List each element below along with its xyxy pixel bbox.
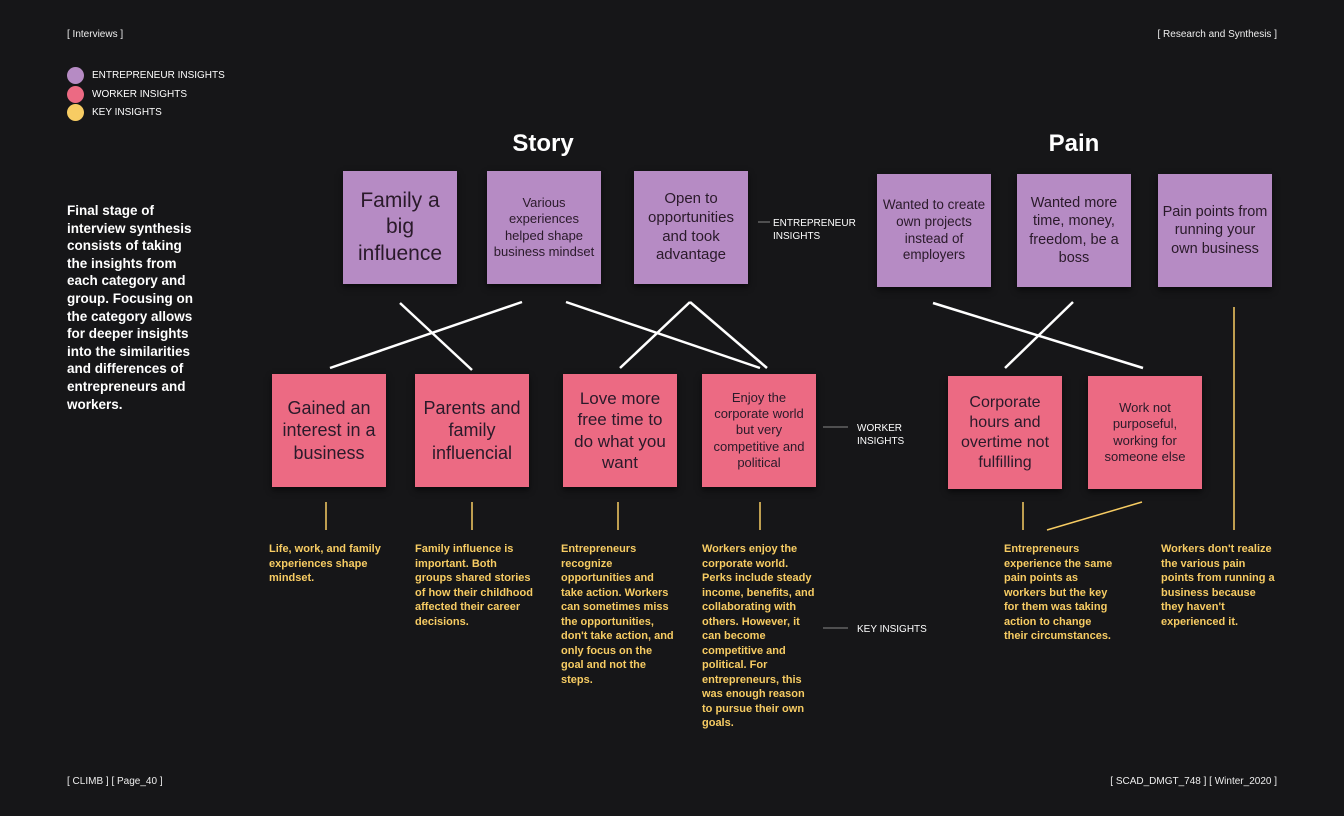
header-left: [ Interviews ]	[67, 29, 124, 40]
legend-worker: WORKER INSIGHTS	[67, 86, 187, 103]
legend-entrepreneur: ENTREPRENEUR INSIGHTS	[67, 67, 225, 84]
worker-note: Enjoy the corporate world but very compe…	[702, 374, 816, 487]
entrepreneur-note: Open to opportunities and took advantage	[634, 171, 748, 284]
worker-note: Work not purposeful, working for someone…	[1088, 376, 1202, 489]
worker-note: Gained an interest in a business	[272, 374, 386, 487]
entrepreneur-note: Family a big influence	[343, 171, 457, 284]
footer-right: [ SCAD_DMGT_748 ] [ Winter_2020 ]	[1110, 776, 1277, 787]
worker-note: Love more free time to do what you want	[563, 374, 677, 487]
key-insight: Life, work, and family experiences shape…	[269, 543, 381, 584]
yellow-dot-icon	[67, 104, 84, 121]
key-insight: Entrepreneurs experience the same pain p…	[1004, 543, 1113, 642]
intro-text: Final stage of interview synthesis consi…	[67, 203, 193, 412]
key-insight: Workers enjoy the corporate world. Perks…	[702, 543, 815, 729]
entrepreneur-row-label: ENTREPRENEUR INSIGHTS	[773, 218, 856, 242]
worker-note: Parents and family influencial	[415, 374, 529, 487]
legend-key: KEY INSIGHTS	[67, 104, 162, 121]
entrepreneur-note: Pain points from running your own busine…	[1158, 174, 1272, 287]
footer-left: [ CLIMB ] [ Page_40 ]	[67, 776, 163, 787]
story-heading: Story	[512, 130, 574, 157]
header-right: [ Research and Synthesis ]	[1157, 29, 1277, 40]
pain-heading: Pain	[1048, 130, 1100, 157]
entrepreneur-note: Wanted more time, money, freedom, be a b…	[1017, 174, 1131, 287]
key-row-label: KEY INSIGHTS	[857, 624, 927, 635]
worker-note: Corporate hours and overtime not fulfill…	[948, 376, 1062, 489]
purple-dot-icon	[67, 67, 84, 84]
legend-label: WORKER INSIGHTS	[92, 89, 188, 100]
key-insight: Family influence is important. Both grou…	[415, 543, 533, 628]
worker-row-label: WORKER INSIGHTS	[857, 423, 905, 447]
entrepreneur-note: Various experiences helped shape busines…	[487, 171, 601, 284]
key-insight: Entrepreneurs recognize opportunities an…	[561, 543, 674, 686]
legend-label: KEY INSIGHTS	[92, 107, 162, 118]
entrepreneur-note: Wanted to create own projects instead of…	[877, 174, 991, 287]
legend-label: ENTREPRENEUR INSIGHTS	[92, 70, 225, 81]
key-insight: Workers don't realize the various pain p…	[1161, 543, 1275, 628]
pink-dot-icon	[67, 86, 84, 103]
